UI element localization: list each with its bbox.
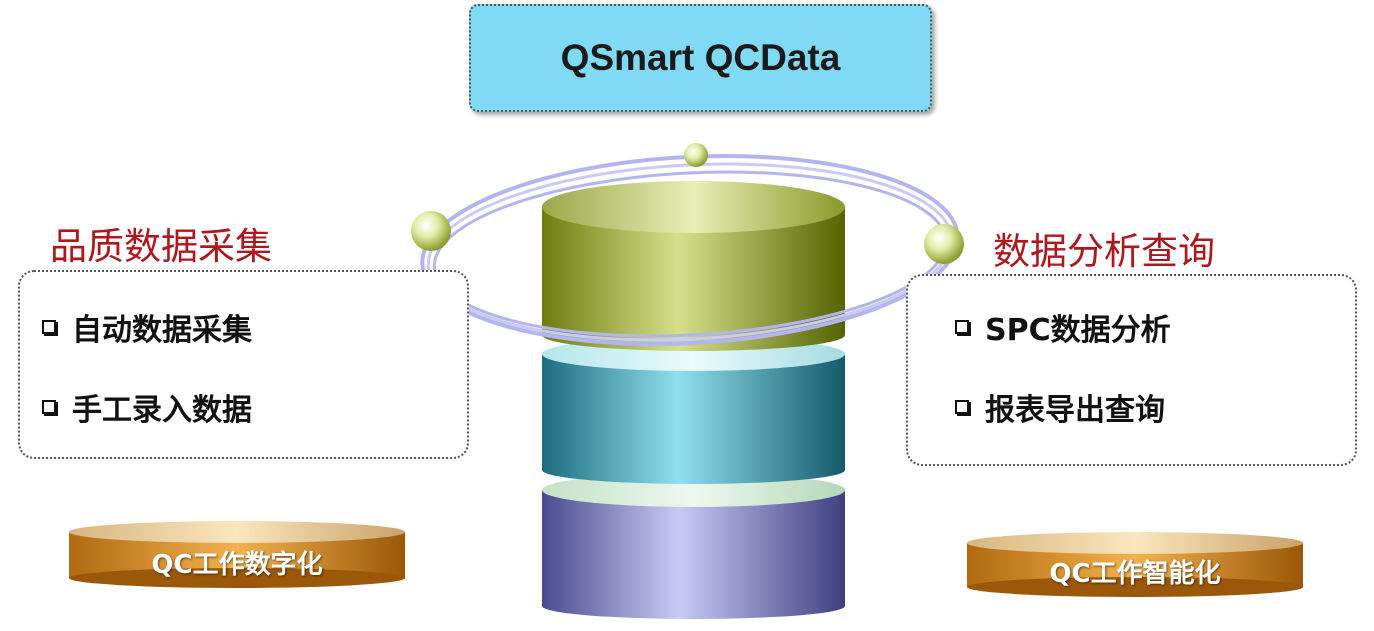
orbit-bead-right [924,224,964,264]
item-label: SPC数据分析 [985,313,1171,348]
orbit-bead-top [684,143,708,167]
pedestal-right: QC工作智能化 [967,550,1303,590]
checkbox-icon [955,400,969,414]
left-feature-panel [18,270,469,459]
pedestal-right-shape [967,532,1303,597]
item-label: 手工录入数据 [72,393,252,428]
item-label: 自动数据采集 [72,313,252,348]
pedestal-left: QC工作数字化 [69,540,405,580]
pedestal-left-label: QC工作数字化 [151,550,323,580]
pedestal-right-label: QC工作智能化 [1049,559,1221,589]
checkbox-icon [42,320,56,334]
list-item: SPC数据分析 [955,305,1171,349]
checkbox-icon [955,320,969,334]
orbit-bead-left [411,211,451,251]
title-text: QSmart QCData [560,37,841,78]
left-section-heading: 品质数据采集 [50,225,272,268]
title-box: QSmart QCData [469,4,932,112]
cylinder-bottom-segment [542,473,845,619]
right-feature-panel [906,274,1357,466]
list-item: 报表导出查询 [955,385,1165,429]
right-section-heading: 数据分析查询 [993,230,1215,273]
pedestal-left-shape [69,521,405,588]
list-item: 手工录入数据 [42,385,252,429]
list-item: 自动数据采集 [42,305,252,349]
checkbox-icon [42,400,56,414]
item-label: 报表导出查询 [985,393,1165,428]
cylinder-middle-segment [542,337,845,484]
